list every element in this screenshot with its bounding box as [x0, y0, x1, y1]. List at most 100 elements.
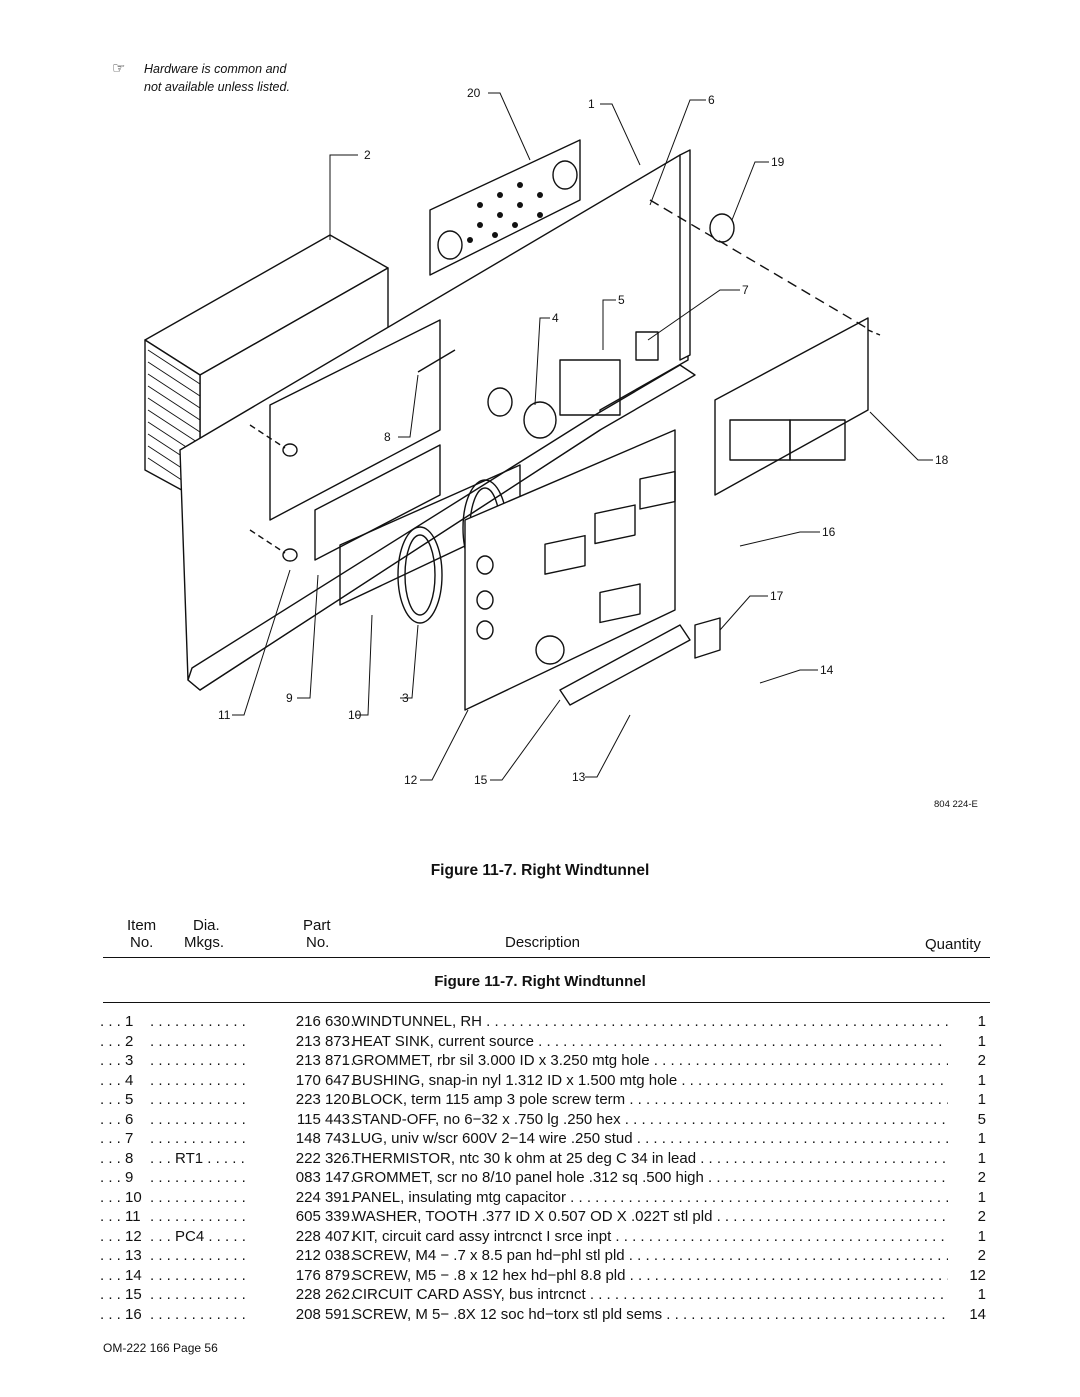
header-dia-2: Mkgs.: [184, 934, 225, 951]
leader-dots: . .: [342, 1052, 355, 1069]
note-line-2: not available unless listed.: [144, 80, 290, 94]
part-number: 208 591: [295, 1305, 350, 1323]
leader-dots: . .: [342, 1305, 355, 1323]
item-number: . . . 13: [100, 1247, 142, 1264]
part-number: 213 871: [295, 1052, 350, 1069]
parts-list: . . . 1. . . . . . . . . . . .216 630. .…: [100, 1012, 986, 1324]
leader-dots: . .: [342, 1149, 355, 1167]
part-number: 223 120: [295, 1091, 350, 1108]
part-number: 228 262: [295, 1286, 350, 1303]
header-item-2: No.: [130, 934, 154, 951]
drawing-number: 804 224-E: [934, 799, 978, 810]
circuit-card-illustration: [464, 429, 676, 711]
leader-dots: . .: [342, 1266, 355, 1284]
quantity: 1: [948, 1148, 986, 1168]
table-row: . . . 14. . . . . . . . . . . .176 879. …: [100, 1265, 986, 1285]
leader-dots: . .: [342, 1013, 355, 1030]
callout-9: 9: [286, 691, 293, 705]
leader-dots: . .: [342, 1286, 355, 1303]
item-number: . . . 15: [100, 1286, 142, 1303]
callout-1: 1: [588, 97, 595, 111]
callout-10: 10: [348, 708, 362, 722]
item-number: . . . 9: [100, 1169, 134, 1186]
callout-5: 5: [618, 293, 625, 307]
quantity: 2: [948, 1207, 986, 1227]
table-row: . . . 3. . . . . . . . . . . .213 871. .…: [100, 1051, 986, 1071]
part-number: 228 407: [295, 1227, 350, 1245]
figure-caption: Figure 11-7. Right Windtunnel: [430, 862, 650, 879]
leader-dots: . .: [342, 1091, 355, 1108]
part-number: 212 038: [295, 1247, 350, 1264]
right-board-illustration: [714, 317, 881, 496]
leader-dots: . .: [342, 1208, 355, 1225]
dia-marking: . . . . . . . . . . . .: [150, 1110, 246, 1128]
note-line-1: Hardware is common and: [144, 62, 287, 76]
header-dia-1: Dia.: [193, 917, 220, 934]
table-row: . . . 4. . . . . . . . . . . .170 647. .…: [100, 1070, 986, 1090]
callout-14: 14: [820, 663, 834, 677]
leader-dots: . .: [342, 1130, 355, 1147]
quantity: 2: [948, 1246, 986, 1266]
table-row: . . . 13. . . . . . . . . . . .212 038. …: [100, 1246, 986, 1266]
dia-marking: . . . . . . . . . . . .: [150, 1071, 246, 1089]
table-row: . . . 9. . . . . . . . . . . .083 147. .…: [100, 1168, 986, 1188]
part-description: GROMMET, scr no 8/10 panel hole .312 sq …: [352, 1169, 972, 1186]
quantity: 1: [948, 1187, 986, 1207]
part-number: 170 647: [295, 1071, 350, 1089]
part-number: 213 873: [295, 1032, 350, 1050]
callout-19: 19: [771, 155, 785, 169]
dia-marking: . . . . . . . . . . . .: [150, 1208, 246, 1225]
part-description: STAND-OFF, no 6−32 x .750 lg .250 hex . …: [352, 1110, 972, 1128]
quantity: 1: [948, 1031, 986, 1051]
quantity: 5: [948, 1109, 986, 1129]
dia-marking: . . . RT1 . . . . .: [150, 1149, 245, 1167]
header-quantity: Quantity: [925, 936, 981, 953]
section-rule: [103, 1002, 990, 1003]
table-row: . . . 2. . . . . . . . . . . .213 873. .…: [100, 1031, 986, 1051]
part-description: HEAT SINK, current source . . . . . . . …: [352, 1032, 972, 1050]
callout-18: 18: [935, 453, 949, 467]
part-description: SCREW, M5 − .8 x 12 hex hd−phl 8.8 pld .…: [352, 1266, 972, 1284]
dia-marking: . . . PC4 . . . . .: [150, 1227, 246, 1245]
header-part-2: No.: [306, 934, 330, 951]
quantity: 1: [948, 1129, 986, 1149]
dia-marking: . . . . . . . . . . . .: [150, 1266, 246, 1284]
table-row: . . . 5. . . . . . . . . . . .223 120. .…: [100, 1090, 986, 1110]
leader-dots: . .: [342, 1110, 355, 1128]
table-row: . . . 12. . . PC4 . . . . .228 407. .KIT…: [100, 1226, 986, 1246]
callout-11: 11: [218, 708, 231, 722]
item-number: . . . 12: [100, 1227, 142, 1245]
item-number: . . . 16: [100, 1305, 142, 1323]
quantity: 14: [948, 1304, 986, 1324]
item-number: . . . 4: [100, 1071, 134, 1089]
table-row: . . . 10. . . . . . . . . . . .224 391. …: [100, 1187, 986, 1207]
dia-marking: . . . . . . . . . . . .: [150, 1091, 246, 1108]
callout-15: 15: [474, 773, 488, 787]
part-description: THERMISTOR, ntc 30 k ohm at 25 deg C 34 …: [352, 1149, 972, 1167]
part-number: 148 743: [295, 1130, 350, 1147]
leader-dots: . .: [342, 1032, 355, 1050]
part-description: PANEL, insulating mtg capacitor . . . . …: [352, 1188, 972, 1206]
part-description: GROMMET, rbr sil 3.000 ID x 3.250 mtg ho…: [352, 1052, 972, 1069]
leader-dots: . .: [342, 1188, 355, 1206]
pointing-hand-icon: ☞: [112, 60, 126, 77]
leader-dots: . .: [342, 1169, 355, 1186]
grommet-illustration: [397, 526, 443, 624]
table-row: . . . 11. . . . . . . . . . . .605 339. …: [100, 1207, 986, 1227]
item-number: . . . 14: [100, 1266, 142, 1284]
header-description: Description: [505, 934, 581, 951]
quantity: 1: [948, 1012, 986, 1032]
table-row: . . . 16. . . . . . . . . . . .208 591. …: [100, 1304, 986, 1324]
dia-marking: . . . . . . . . . . . .: [150, 1052, 246, 1069]
quantity: 1: [948, 1070, 986, 1090]
callout-7: 7: [742, 283, 749, 297]
windtunnel-panel-illustration: [179, 149, 696, 691]
callout-17: 17: [770, 589, 784, 603]
item-number: . . . 7: [100, 1130, 134, 1147]
leader-dots: . .: [342, 1227, 355, 1245]
dia-marking: . . . . . . . . . . . .: [150, 1188, 246, 1206]
part-description: BUSHING, snap-in nyl 1.312 ID x 1.500 mt…: [352, 1071, 972, 1089]
terminal-board-illustration: [429, 139, 581, 276]
item-number: . . . 2: [100, 1032, 134, 1050]
part-number: 083 147: [295, 1169, 350, 1186]
